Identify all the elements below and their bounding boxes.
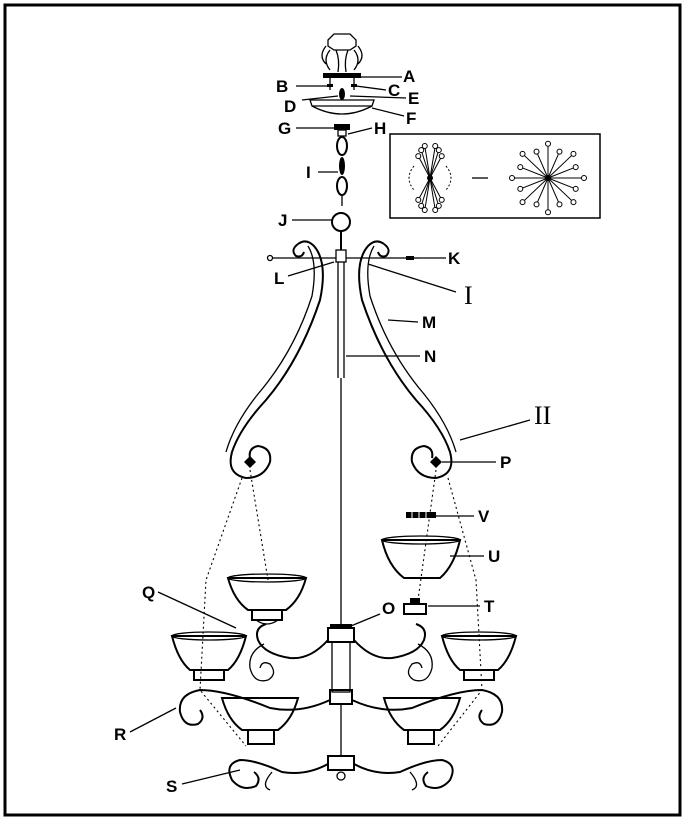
ceiling-bracket <box>321 33 363 73</box>
center-column <box>335 249 347 628</box>
socket-cup <box>403 598 427 615</box>
tier2-shade-right <box>440 631 518 681</box>
loop-ring <box>331 212 351 250</box>
label-H: H <box>374 119 386 138</box>
label-Q: Q <box>142 583 155 602</box>
part-labels: A B C D E F G H I J K L I M N II P V U Q… <box>114 67 551 796</box>
label-O: O <box>382 599 395 618</box>
tier2-shade-left <box>170 631 248 681</box>
label-K: K <box>448 249 461 268</box>
label-L: L <box>274 269 284 288</box>
tier2-arms <box>178 688 504 726</box>
label-M: M <box>422 313 436 332</box>
tier3-arms <box>228 704 454 791</box>
label-U: U <box>488 547 500 566</box>
label-S: S <box>166 777 177 796</box>
label-V: V <box>478 507 490 526</box>
label-E: E <box>408 89 419 108</box>
glass-shade-loose <box>380 535 462 579</box>
label-F: F <box>406 109 416 128</box>
label-G: G <box>278 119 291 138</box>
tier1-shade-left <box>226 573 308 625</box>
label-D: D <box>284 97 296 116</box>
label-P: P <box>500 453 511 472</box>
wing-nuts <box>244 456 442 468</box>
tier2-shade-inner <box>220 697 462 745</box>
label-A: A <box>403 67 415 86</box>
label-roman-2: II <box>534 401 551 430</box>
label-T: T <box>484 597 495 616</box>
socket-ring <box>406 512 436 518</box>
side-arm-right <box>358 240 457 480</box>
wiring-spread-icon <box>389 133 601 219</box>
label-J: J <box>278 211 287 230</box>
label-C: C <box>388 81 400 100</box>
label-N: N <box>424 347 436 366</box>
chain <box>336 136 348 206</box>
canopy <box>309 99 375 115</box>
label-I: I <box>306 163 311 182</box>
side-arm-left <box>225 240 324 480</box>
label-B: B <box>276 77 288 96</box>
side-screws <box>266 254 420 262</box>
label-roman-1: I <box>464 281 473 310</box>
leader-lines <box>129 76 531 785</box>
label-R: R <box>114 725 126 744</box>
